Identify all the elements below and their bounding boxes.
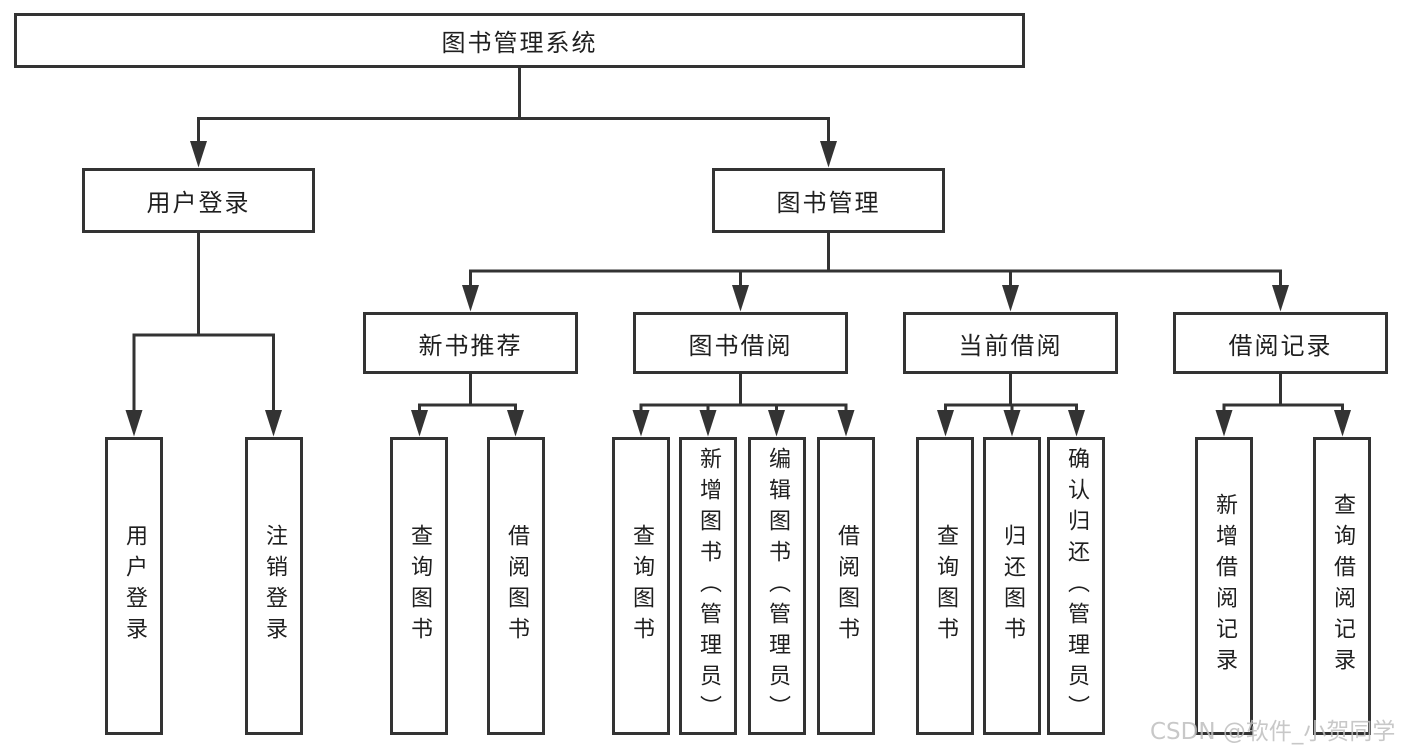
- leaf-query-borrow-record: 查询借阅记录: [1313, 437, 1371, 735]
- arrowhead: [411, 410, 428, 437]
- node-book-borrow: 图书借阅: [633, 312, 848, 374]
- arrowhead: [190, 141, 207, 168]
- arrowhead: [462, 285, 479, 312]
- arrowhead: [1068, 410, 1085, 437]
- node-library-system: 图书管理系统: [14, 13, 1025, 68]
- leaf-confirm-return-admin: 确认归还（管理员）: [1047, 437, 1105, 735]
- arrowhead: [732, 285, 749, 312]
- arrowhead: [507, 410, 524, 437]
- connector-current-borrow: [944, 374, 1078, 414]
- connector-book-management: [469, 233, 1282, 288]
- csdn-watermark: CSDN @软件_小贺同学: [1150, 719, 1396, 745]
- leaf-add-borrow-record: 新增借阅记录: [1195, 437, 1253, 735]
- arrowhead: [265, 410, 282, 437]
- leaf-user-login: 用户登录: [105, 437, 163, 735]
- arrowhead: [632, 410, 650, 437]
- arrowhead: [1002, 285, 1019, 312]
- leaf-current-query-books: 查询图书: [916, 437, 974, 735]
- arrowhead: [820, 141, 837, 168]
- node-current-borrow: 当前借阅: [903, 312, 1118, 374]
- connector-new-book-recommend: [418, 374, 517, 414]
- arrowhead: [699, 410, 717, 437]
- arrowhead: [1003, 410, 1021, 437]
- connector-root: [197, 68, 830, 144]
- leaf-borrow-query-books: 查询图书: [612, 437, 670, 735]
- connector-book-borrow: [639, 374, 848, 414]
- arrowhead: [125, 410, 143, 437]
- arrowhead: [1272, 285, 1289, 312]
- arrowhead: [837, 410, 855, 437]
- connector-user-login: [132, 233, 275, 414]
- leaf-return-books: 归还图书: [983, 437, 1041, 735]
- leaf-logout: 注销登录: [245, 437, 303, 735]
- connector-borrow-records: [1222, 374, 1344, 414]
- leaf-recommend-query-books: 查询图书: [390, 437, 448, 735]
- leaf-recommend-borrow-books: 借阅图书: [487, 437, 545, 735]
- arrowhead: [937, 410, 954, 437]
- arrowhead: [1215, 410, 1233, 437]
- node-book-management: 图书管理: [712, 168, 945, 233]
- arrowhead: [1334, 410, 1351, 437]
- node-borrow-records: 借阅记录: [1173, 312, 1388, 374]
- leaf-add-books-admin: 新增图书（管理员）: [679, 437, 737, 735]
- node-user-login: 用户登录: [82, 168, 315, 233]
- arrowhead: [768, 410, 785, 437]
- leaf-borrow-books: 借阅图书: [817, 437, 875, 735]
- node-new-book-recommend: 新书推荐: [363, 312, 578, 374]
- leaf-edit-books-admin: 编辑图书（管理员）: [748, 437, 806, 735]
